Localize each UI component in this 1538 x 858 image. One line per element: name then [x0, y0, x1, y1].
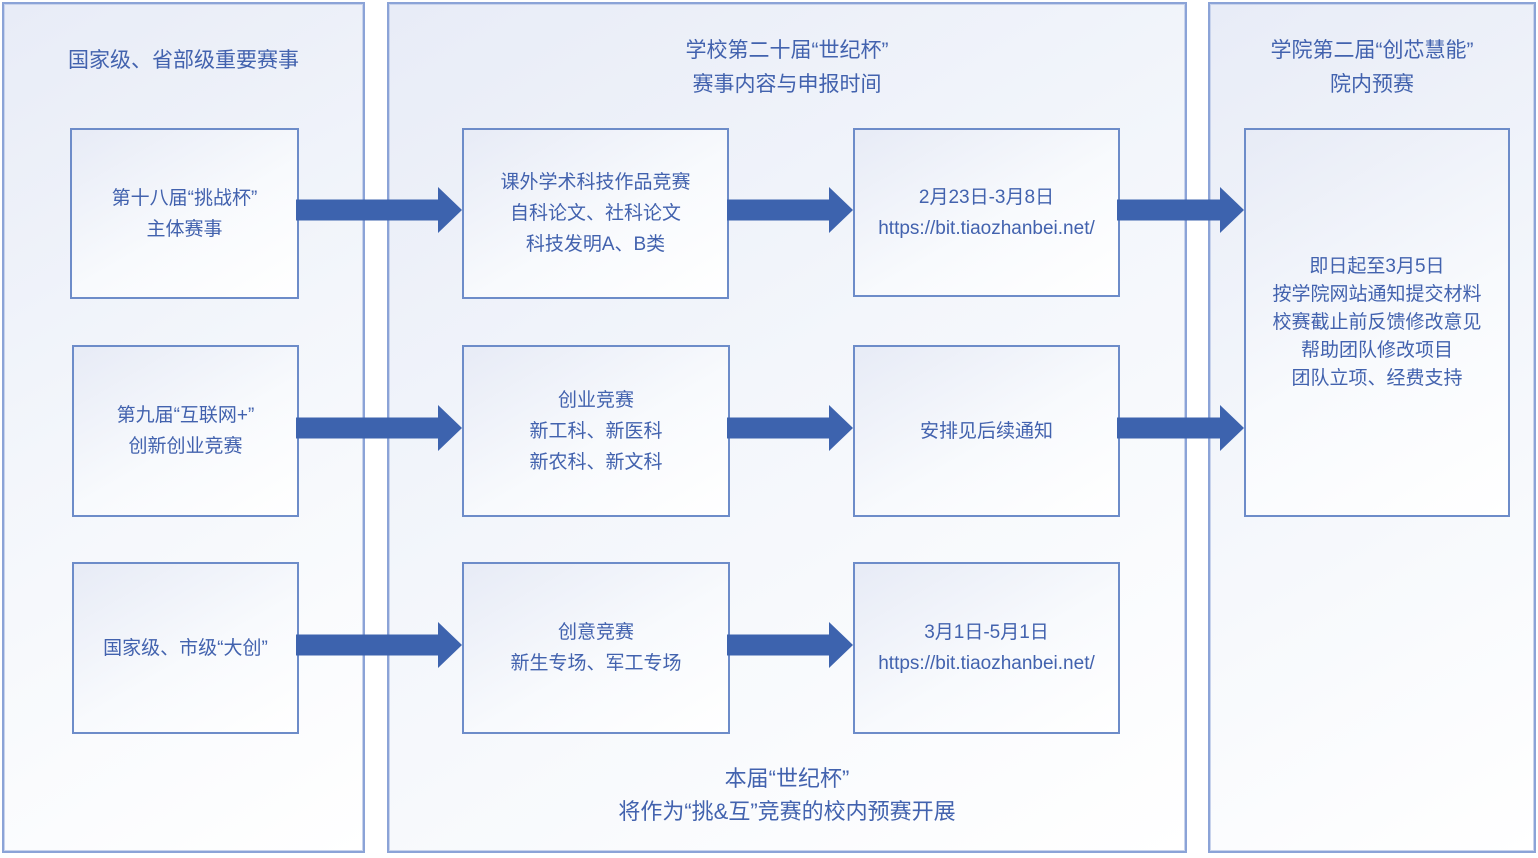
arrow-shaft	[296, 417, 440, 439]
node-text-line: 国家级、市级“大创”	[103, 637, 268, 659]
flow-arrow-icon	[1117, 187, 1244, 233]
panel-title-line: 学校第二十届“世纪杯”	[685, 39, 889, 62]
node-text-line: 新生专场、军工专场	[510, 653, 682, 674]
panel-title: 国家级、省部级重要赛事	[4, 44, 363, 78]
footer-note: 本届“世纪杯” 将作为“挑&互”竞赛的校内预赛开展	[389, 762, 1185, 828]
footer-note-line: 本届“世纪杯”	[724, 766, 850, 791]
arrow-head	[1220, 187, 1244, 233]
panel-title-line: 院内预赛	[1330, 73, 1414, 96]
node-text-line: 创新创业竞赛	[128, 436, 243, 457]
arrow-head	[829, 622, 853, 668]
node-text-line: 新农科、新文科	[529, 451, 663, 473]
arrow-head	[438, 187, 462, 233]
node-text-line: 校赛截止前反馈修改意见	[1272, 311, 1482, 333]
node-academic-works-contest: 课外学术科技作品竞赛 自科论文、社科论文 科技发明A、B类	[462, 128, 729, 299]
node-text-line: 即日起至3月5日	[1309, 255, 1445, 277]
arrow-head	[829, 405, 853, 451]
node-text-line: 3月1日-5月1日	[924, 622, 1049, 643]
node-creativity-contest: 创意竞赛 新生专场、军工专场	[462, 562, 730, 734]
footer-note-line: 将作为“挑&互”竞赛的校内预赛开展	[618, 799, 956, 824]
node-text-line: 第十八届“挑战杯”	[111, 187, 258, 209]
node-text-line: 课外学术科技作品竞赛	[500, 172, 691, 193]
node-text-line: 按学院网站通知提交材料	[1272, 283, 1482, 305]
node-internet-plus: 第九届“互联网+” 创新创业竞赛	[72, 345, 299, 517]
node-text-line: 安排见后续通知	[919, 420, 1053, 442]
node-text-line: 新工科、新医科	[529, 420, 663, 442]
panel-title: 学院第二届“创芯慧能” 院内预赛	[1210, 34, 1534, 102]
flow-arrow-icon	[296, 187, 462, 233]
arrow-shaft	[1117, 417, 1222, 439]
node-url-text: https://bit.tiaozhanbei.net/	[878, 653, 1095, 674]
panel-title: 学校第二十届“世纪杯” 赛事内容与申报时间	[389, 34, 1185, 102]
flow-arrow-icon	[727, 405, 853, 451]
node-text-line: 主体赛事	[146, 218, 223, 240]
arrow-head	[829, 187, 853, 233]
node-schedule-academic: 2月23日-3月8日 https://bit.tiaozhanbei.net/	[853, 128, 1120, 297]
node-text-line: 创业竞赛	[557, 389, 634, 411]
node-dachuang: 国家级、市级“大创”	[72, 562, 299, 734]
node-text-line: 科技发明A、B类	[525, 234, 666, 255]
arrow-shaft	[296, 634, 440, 656]
node-challenge-cup: 第十八届“挑战杯” 主体赛事	[70, 128, 299, 299]
panel-title-line: 学院第二届“创芯慧能”	[1270, 39, 1474, 62]
panel-title-line: 国家级、省部级重要赛事	[68, 49, 299, 72]
arrow-head	[1220, 405, 1244, 451]
arrow-shaft	[1117, 199, 1222, 221]
node-text-line: 创意竞赛	[557, 622, 634, 643]
flow-arrow-icon	[727, 622, 853, 668]
arrow-shaft	[727, 634, 831, 656]
flow-arrow-icon	[296, 622, 462, 668]
node-text-line: 2月23日-3月8日	[918, 186, 1055, 208]
panel-college-preliminary: 学院第二届“创芯慧能” 院内预赛 即日起至3月5日 按学院网站通知提交材料 校赛…	[1208, 2, 1536, 853]
flow-arrow-icon	[1117, 405, 1244, 451]
node-url-text: https://bit.tiaozhanbei.net/	[878, 217, 1095, 239]
arrow-shaft	[296, 199, 440, 221]
arrow-shaft	[727, 417, 831, 439]
flow-arrow-icon	[296, 405, 462, 451]
arrow-shaft	[727, 199, 831, 221]
node-schedule-entrepreneurship: 安排见后续通知	[853, 345, 1120, 517]
arrow-head	[438, 622, 462, 668]
node-text-line: 团队立项、经费支持	[1291, 367, 1463, 389]
arrow-head	[438, 405, 462, 451]
node-college-preliminary-details: 即日起至3月5日 按学院网站通知提交材料 校赛截止前反馈修改意见 帮助团队修改项…	[1244, 128, 1510, 517]
node-schedule-creativity: 3月1日-5月1日 https://bit.tiaozhanbei.net/	[853, 562, 1120, 734]
panel-title-line: 赛事内容与申报时间	[692, 73, 882, 96]
node-text-line: 第九届“互联网+”	[116, 405, 255, 426]
node-text-line: 帮助团队修改项目	[1300, 339, 1453, 361]
node-entrepreneurship-contest: 创业竞赛 新工科、新医科 新农科、新文科	[462, 345, 730, 517]
flow-arrow-icon	[727, 187, 853, 233]
node-text-line: 自科论文、社科论文	[509, 203, 681, 224]
